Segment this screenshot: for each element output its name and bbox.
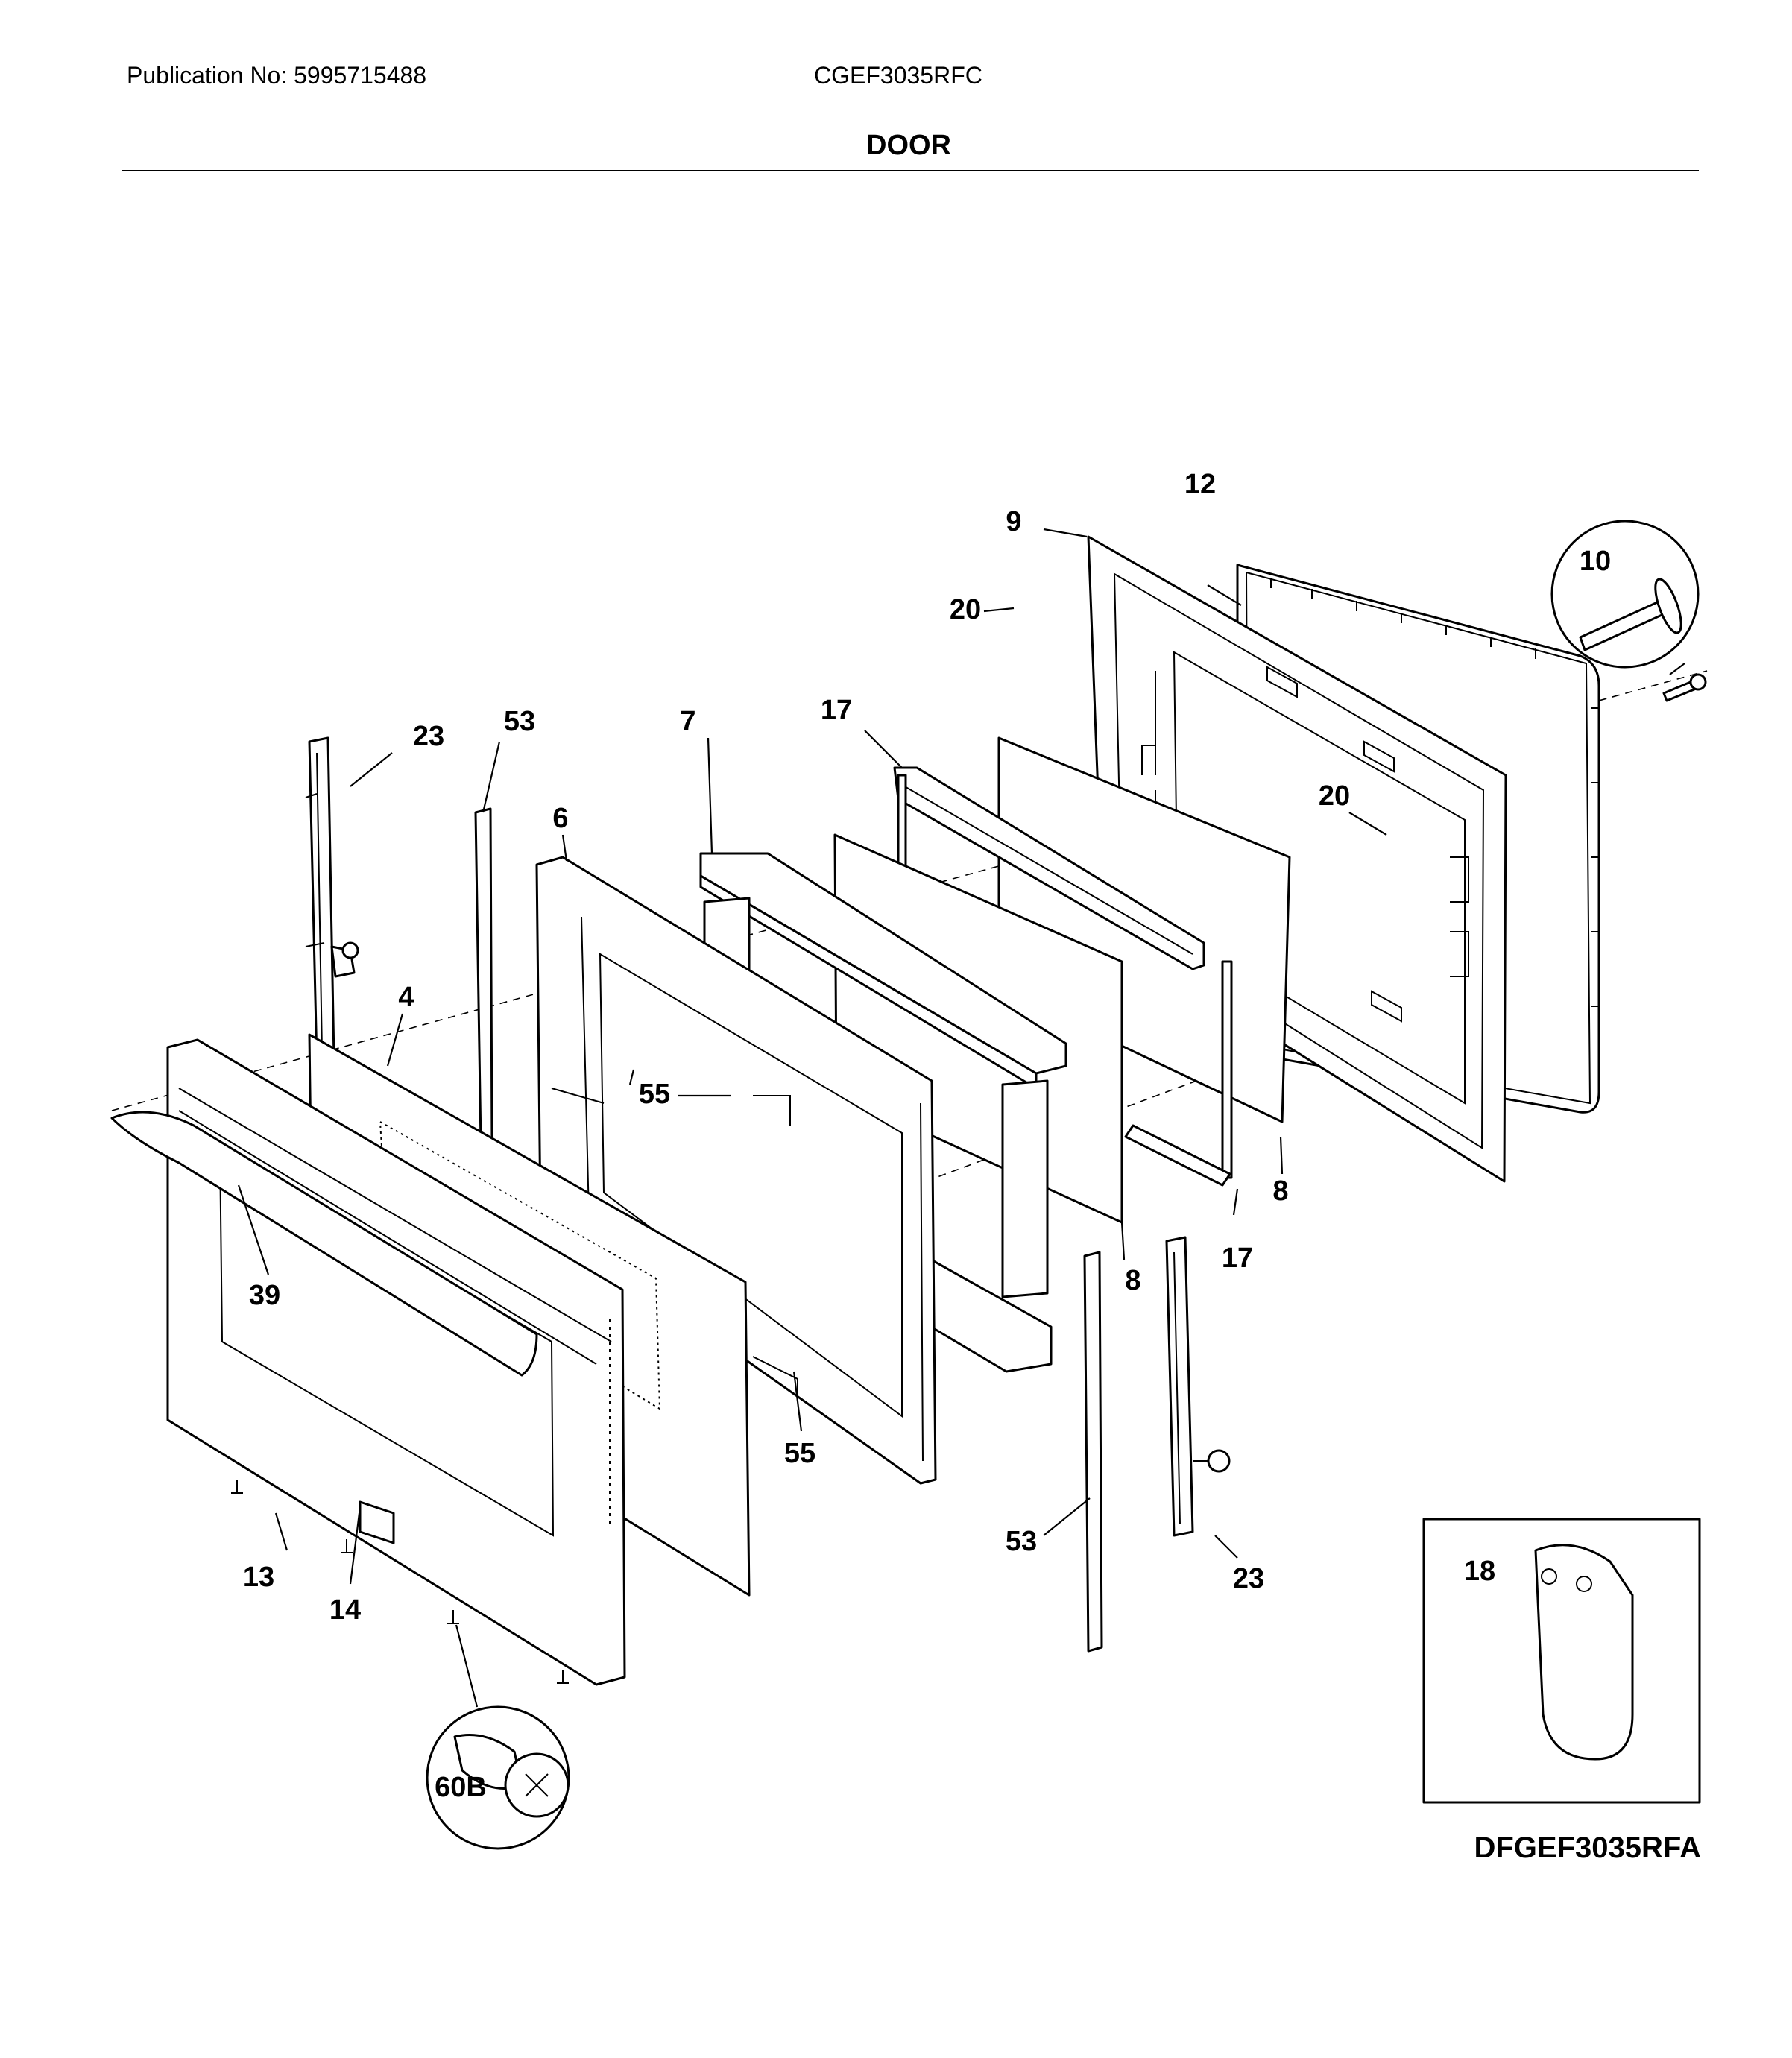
screw-10-part — [1662, 673, 1707, 702]
callout-6: 6 — [552, 803, 568, 834]
callout-10: 10 — [1580, 546, 1611, 577]
callout-12: 12 — [1184, 469, 1216, 500]
header-divider — [122, 170, 1699, 171]
callout-39: 39 — [249, 1280, 280, 1311]
side-trim-left-part — [474, 807, 493, 1146]
callout-4: 4 — [398, 982, 414, 1013]
door-handle-part — [110, 1111, 538, 1377]
callout-18: 18 — [1464, 1556, 1495, 1587]
hinge-left-part — [305, 736, 359, 1064]
section-title: DOOR — [866, 130, 951, 161]
part-10-inset — [1550, 520, 1700, 675]
callout-14: 14 — [329, 1594, 361, 1626]
callout-labels: 12 9 10 20 20 23 53 7 17 6 4 55 8 8 17 3… — [243, 469, 1611, 1803]
callout-20-lower: 20 — [1319, 780, 1350, 812]
callout-leaders — [237, 528, 1387, 1585]
callout-60b: 60B — [435, 1772, 487, 1803]
hinge-right-part — [1165, 1236, 1231, 1537]
callout-8-middle: 8 — [1125, 1265, 1140, 1296]
callout-8-right: 8 — [1272, 1175, 1288, 1207]
callout-9: 9 — [1006, 506, 1021, 537]
part-60b-inset — [426, 1624, 570, 1850]
callout-7: 7 — [680, 706, 695, 737]
part-18-inset — [1422, 1518, 1701, 1804]
callout-53-right: 53 — [1006, 1526, 1037, 1557]
callout-53-left: 53 — [504, 706, 535, 737]
panel-screws — [231, 1480, 569, 1684]
side-trim-right-part — [1083, 1251, 1103, 1653]
callout-23-left: 23 — [413, 721, 444, 752]
publication-number: Publication No: 5995715488 — [127, 62, 427, 89]
callout-17-lower: 17 — [1222, 1243, 1253, 1274]
callout-55-upper: 55 — [639, 1079, 670, 1110]
callout-13: 13 — [243, 1562, 274, 1593]
callout-17-upper: 17 — [821, 695, 852, 726]
callout-20-upper: 20 — [950, 594, 981, 625]
model-number: CGEF3035RFC — [814, 62, 982, 89]
assembly-axis-upper — [111, 670, 1708, 1111]
drawing-code: DFGEF3035RFA — [1474, 1831, 1701, 1864]
callout-55-lower: 55 — [784, 1438, 815, 1469]
callout-23-right: 23 — [1233, 1563, 1264, 1594]
